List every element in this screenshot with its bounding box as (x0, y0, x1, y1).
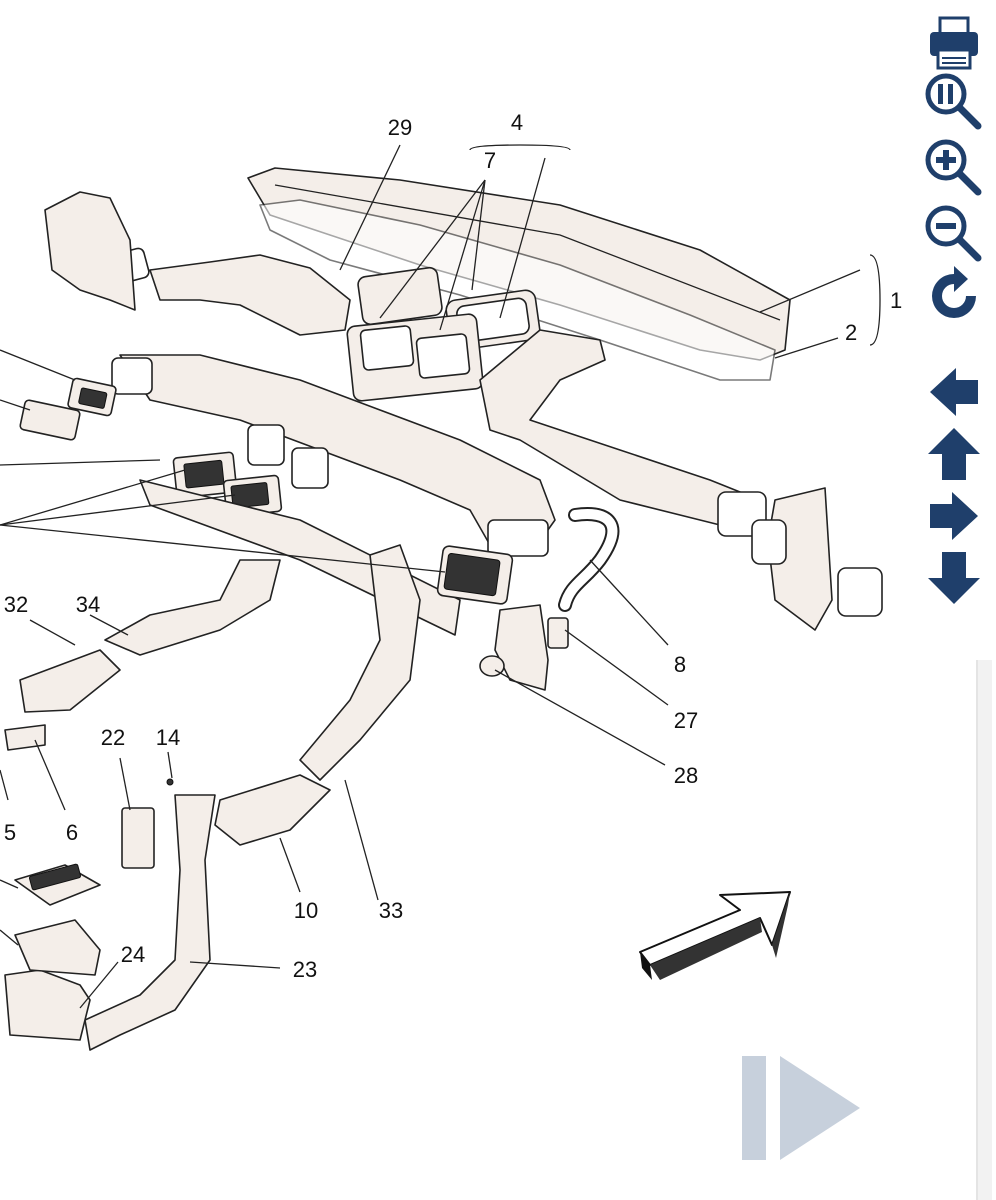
right-vent (436, 545, 514, 605)
callout-33: 33 (379, 898, 403, 923)
callout-29: 29 (388, 115, 412, 140)
callout-34: 34 (76, 592, 100, 617)
print-button[interactable] (922, 14, 986, 74)
arrow-right-icon (930, 492, 978, 540)
callout-22: 22 (101, 725, 125, 750)
printer-icon (930, 16, 978, 70)
callout-27: 27 (674, 708, 698, 733)
viewer-toolbar (918, 14, 990, 614)
zoom-out-button[interactable] (922, 204, 986, 264)
callout-32: 32 (4, 592, 28, 617)
pan-down-button[interactable] (922, 548, 986, 608)
pan-right-button[interactable] (922, 486, 986, 546)
center-vents (346, 266, 541, 402)
right-duct (479, 329, 883, 631)
callout-5: 5 (4, 820, 16, 845)
zoom-in-icon (925, 139, 982, 196)
parts-diagram: 29 4 7 1 2 8 27 28 32 34 22 14 5 6 10 33… (0, 110, 902, 1051)
callout-23: 23 (293, 957, 317, 982)
zoom-out-icon (925, 205, 982, 262)
next-page-icon (742, 1056, 860, 1160)
callout-24: 24 (121, 942, 145, 967)
arrow-left-icon (930, 368, 978, 416)
callout-7: 7 (484, 148, 496, 173)
pan-left-button[interactable] (922, 362, 986, 422)
main-duct (111, 354, 556, 557)
callout-14: 14 (156, 725, 180, 750)
zoom-fit-button[interactable] (922, 72, 986, 132)
zoom-fit-icon (925, 73, 982, 130)
zoom-in-button[interactable] (922, 138, 986, 198)
left-duct (44, 191, 351, 336)
rotate-button[interactable] (922, 266, 986, 326)
scrollbar-track[interactable] (976, 660, 992, 1200)
direction-arrow (639, 891, 791, 980)
callout-10: 10 (294, 898, 318, 923)
rotate-icon (932, 266, 976, 318)
hose (479, 507, 620, 691)
callout-1: 1 (890, 288, 902, 313)
arrow-down-icon (928, 552, 980, 604)
arrow-up-icon (928, 428, 980, 480)
dash-panel (247, 167, 791, 381)
pan-up-button[interactable] (922, 424, 986, 484)
rear-duct (4, 778, 216, 1051)
callout-8: 8 (674, 652, 686, 677)
callout-28: 28 (674, 763, 698, 788)
leader-lines (0, 144, 881, 1009)
callout-4: 4 (511, 110, 523, 135)
next-page-button[interactable] (738, 1052, 868, 1162)
callout-6: 6 (66, 820, 78, 845)
rear-vents (14, 863, 101, 976)
callout-2: 2 (845, 320, 857, 345)
floor-ducts (4, 544, 421, 846)
